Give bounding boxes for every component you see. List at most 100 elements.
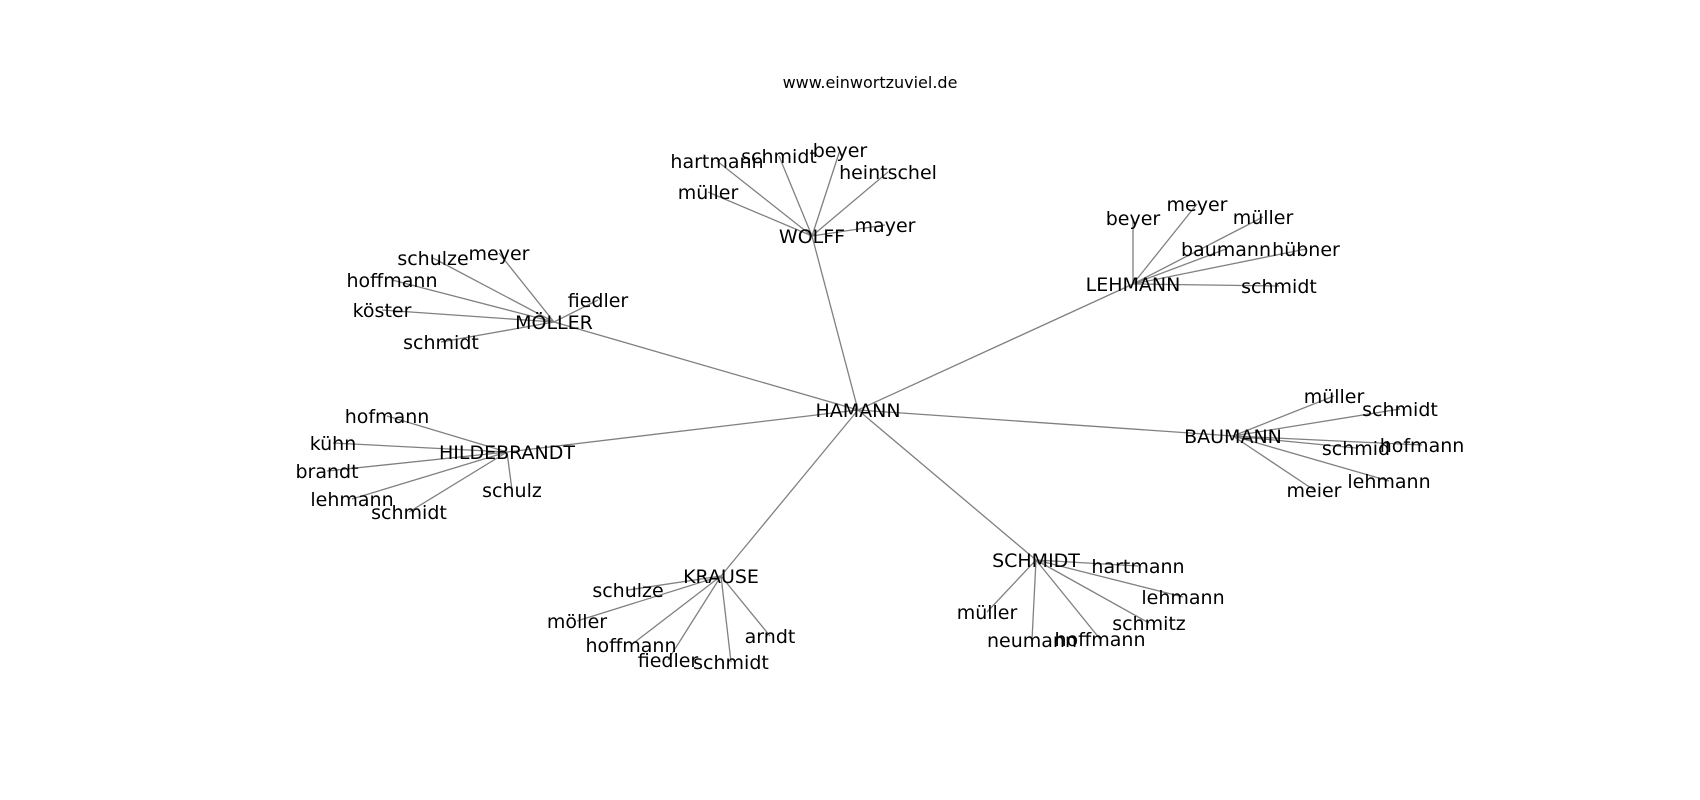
leaf-node-label: brandt: [295, 461, 358, 483]
hub-node-label: HILDEBRANDT: [439, 442, 575, 464]
leaf-node-label: arndt: [745, 626, 796, 648]
edge-hub-to-leaf: [667, 575, 722, 661]
edge-hub-to-leaf: [778, 155, 813, 237]
edge-hub-to-leaf: [506, 451, 513, 491]
leaf-node-label: müller: [1233, 207, 1294, 229]
edge-hub-to-leaf: [707, 191, 813, 237]
hub-node-label: KRAUSE: [683, 566, 759, 588]
edge-hub-to-leaf: [1232, 408, 1401, 437]
leaf-node-label: müller: [1304, 386, 1365, 408]
leaf-node-label: hartmann: [1091, 556, 1184, 578]
labels-layer: HAMANNWOLFFhartmannschmidtbeyerheintsche…: [295, 140, 1464, 674]
leaf-node-label: heintschel: [839, 162, 937, 184]
edge-hub-to-leaf: [1031, 559, 1037, 641]
edge-hub-to-leaf: [351, 451, 508, 500]
edge-center-to-hub: [720, 409, 859, 577]
edge-hub-to-leaf: [1232, 435, 1423, 446]
leaf-node-label: müller: [957, 602, 1018, 624]
edge-hub-to-leaf: [332, 442, 508, 453]
leaf-node-label: hofmann: [1380, 435, 1465, 457]
edge-hub-to-leaf: [432, 257, 555, 323]
leaf-node-label: beyer: [813, 140, 868, 162]
edge-hub-to-leaf: [553, 299, 599, 323]
leaf-node-label: meyer: [469, 243, 530, 265]
edge-hub-to-leaf: [811, 171, 889, 237]
edge-hub-to-leaf: [1035, 559, 1150, 624]
leaf-node-label: schmidt: [371, 502, 447, 524]
leaf-node-label: lehmann: [1141, 587, 1224, 609]
edge-hub-to-leaf: [1132, 216, 1264, 285]
leaf-node-label: schmid: [1322, 438, 1390, 460]
edge-hub-to-leaf: [386, 415, 508, 453]
leaf-node-label: schmitz: [1112, 613, 1186, 635]
leaf-node-label: neumann: [987, 630, 1077, 652]
leaf-node-label: hübner: [1272, 239, 1340, 261]
page-title: www.einwortzuviel.de: [783, 73, 958, 92]
leaf-node-label: fiedler: [638, 650, 699, 672]
hub-node-label: BAUMANN: [1184, 426, 1282, 448]
hub-node-label: LEHMANN: [1086, 274, 1181, 296]
leaf-node-label: möller: [547, 611, 607, 633]
edge-hub-to-leaf: [1232, 435, 1357, 449]
leaf-node-label: mayer: [855, 215, 916, 237]
leaf-node-label: schulze: [592, 580, 663, 602]
leaf-node-label: müller: [678, 182, 739, 204]
edge-hub-to-leaf: [720, 575, 771, 637]
leaf-node-label: kühn: [310, 433, 357, 455]
edge-hub-to-leaf: [498, 252, 555, 323]
edge-hub-to-leaf: [720, 575, 732, 663]
edge-hub-to-leaf: [1232, 435, 1390, 482]
edge-hub-to-leaf: [1132, 248, 1227, 285]
leaf-node-label: köster: [353, 300, 412, 322]
edge-hub-to-leaf: [1035, 559, 1101, 640]
leaf-node-label: hoffmann: [347, 270, 438, 292]
leaf-node-label: beyer: [1106, 208, 1161, 230]
leaf-node-label: schulz: [482, 480, 542, 502]
edges-layer: [326, 149, 1423, 663]
edge-hub-to-leaf: [811, 149, 841, 237]
edge-center-to-hub: [857, 409, 1234, 437]
edge-hub-to-leaf: [1035, 559, 1184, 598]
edge-hub-to-leaf: [1132, 283, 1280, 287]
edge-hub-to-leaf: [391, 279, 555, 323]
edge-hub-to-leaf: [811, 224, 886, 237]
leaf-node-label: fiedler: [568, 290, 629, 312]
leaf-node-label: lehmann: [310, 489, 393, 511]
edge-hub-to-leaf: [627, 575, 722, 591]
leaf-node-label: schmidt: [1362, 399, 1438, 421]
edge-hub-to-leaf: [1035, 559, 1139, 567]
center-node-label: HAMANN: [815, 400, 900, 422]
leaf-node-label: schmidt: [693, 652, 769, 674]
edge-hub-to-leaf: [326, 451, 508, 472]
edge-hub-to-leaf: [1132, 203, 1198, 285]
leaf-node-label: baumann: [1181, 239, 1271, 261]
hub-node-label: WOLFF: [779, 226, 845, 248]
edge-hub-to-leaf: [716, 160, 813, 237]
leaf-node-label: meyer: [1167, 194, 1228, 216]
hub-node-label: MÖLLER: [515, 311, 593, 334]
edge-hub-to-leaf: [630, 575, 722, 646]
leaf-node-label: lehmann: [1347, 471, 1430, 493]
leaf-node-label: schmidt: [1241, 276, 1317, 298]
edge-center-to-hub: [811, 235, 859, 411]
edge-center-to-hub: [553, 321, 859, 411]
leaf-node-label: meier: [1287, 480, 1342, 502]
leaf-node-label: hoffmann: [1055, 629, 1146, 651]
edge-hub-to-leaf: [440, 321, 555, 343]
edge-hub-to-leaf: [576, 575, 722, 622]
edge-center-to-hub: [506, 409, 859, 453]
leaf-node-label: hartmann: [670, 151, 763, 173]
edge-center-to-hub: [857, 283, 1134, 411]
leaf-node-label: hoffmann: [586, 635, 677, 657]
hub-node-label: SCHMIDT: [992, 550, 1080, 572]
leaf-node-label: schmidt: [741, 146, 817, 168]
edge-center-to-hub: [857, 409, 1037, 561]
edge-hub-to-leaf: [1232, 395, 1335, 437]
edge-hub-to-leaf: [408, 451, 508, 513]
leaf-node-label: schmidt: [403, 332, 479, 354]
edge-hub-to-leaf: [1232, 435, 1315, 491]
edge-hub-to-leaf: [381, 309, 555, 323]
edge-hub-to-leaf: [986, 559, 1037, 613]
leaf-node-label: schulze: [397, 248, 468, 270]
